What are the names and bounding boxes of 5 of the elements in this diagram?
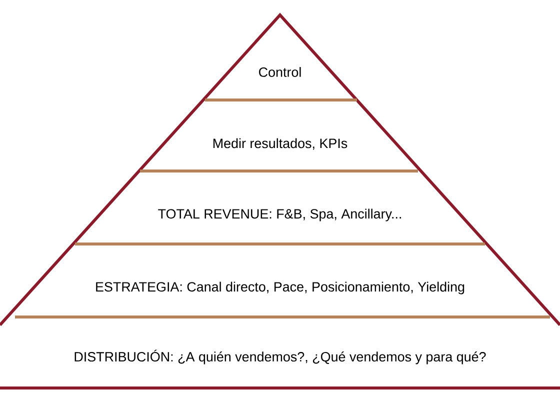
pyramid-level: Medir resultados, KPIs	[213, 138, 348, 150]
pyramid-level: Control	[259, 67, 301, 77]
pyramid-level: TOTAL REVENUE: F&B, Spa, Ancillary...	[158, 208, 401, 222]
pyramid-level: DISTRIBUCIÓN: ¿A quién vendemos?, ¿Qué vendemos y para qué?	[74, 350, 486, 364]
pyramid-level: ESTRATEGIA: Canal directo, Pace, Posicionamiento, Yielding	[96, 282, 464, 294]
